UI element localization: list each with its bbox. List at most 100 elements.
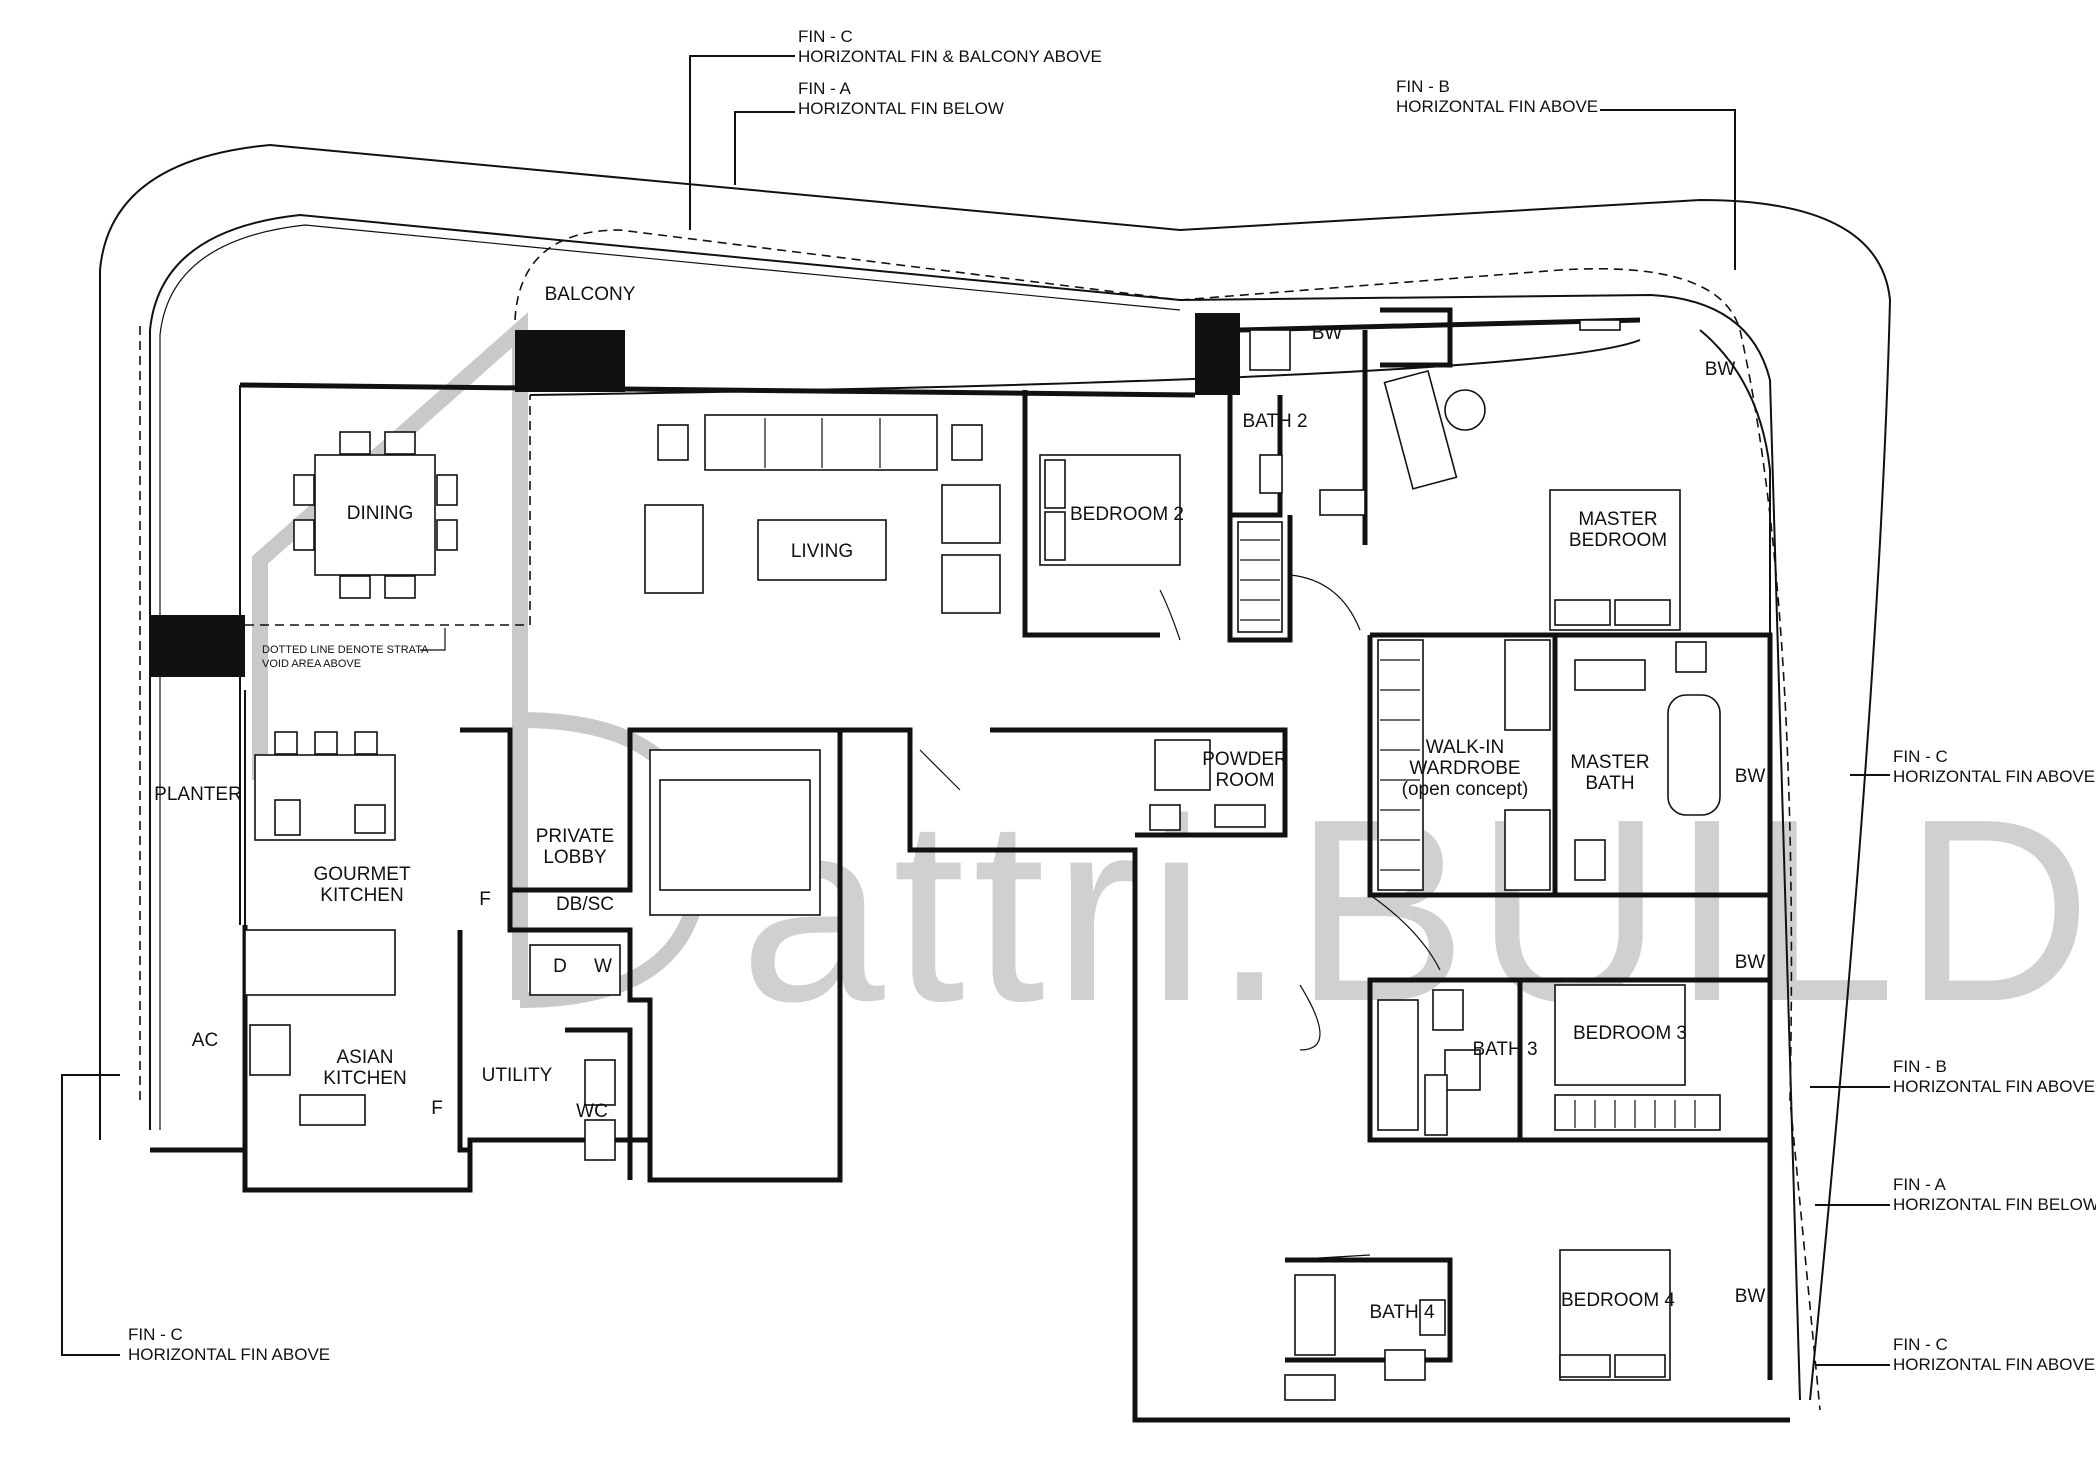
tv [1579,319,1621,331]
pillow [1554,599,1611,626]
label-master-bath-2: BATH [1585,773,1634,794]
leader-fin-c-left [61,1074,120,1356]
label-balcony: BALCONY [545,284,636,305]
fin-c-left-title: FIN - C [128,1325,183,1344]
dining-chair [339,431,371,455]
label-asian-1: ASIAN [336,1047,393,1068]
armchair [941,554,1001,614]
label-dbsc: DB/SC [556,894,614,915]
vanity [1574,659,1646,691]
leader-fin-c-top [689,55,795,230]
toilet [1419,1299,1446,1336]
bathtub [1667,694,1721,816]
dining-chair [436,519,458,551]
label-bath3: BATH 3 [1472,1039,1537,1060]
fin-outline-inner [149,213,1801,1401]
walls [150,307,1790,1423]
label-powder-1: POWDER [1202,749,1288,770]
fin-a-right-title: FIN - A [1893,1175,1947,1194]
label-master-bedroom-2: BEDROOM [1569,530,1667,551]
label-bw-top: BW [1312,323,1343,344]
label-f-lobby: F [479,889,491,910]
armchair [644,504,704,594]
label-bedroom4: BEDROOM 4 [1561,1290,1675,1311]
label-planter: PLANTER [154,784,242,805]
dining-chair [384,431,416,455]
fin-c-top-title: FIN - C [798,27,853,46]
shaft-box [1284,1374,1336,1401]
wardrobe-rack [1377,639,1424,891]
door-swing-bath2 [1289,574,1361,631]
closet [1377,999,1419,1131]
wall-utility-west [457,930,470,1153]
lift-car [659,779,811,891]
pillow [1559,1354,1611,1378]
stove [249,1024,291,1076]
bar-stool [314,731,338,755]
label-w: W [594,956,612,977]
toilet [1444,1049,1481,1091]
fin-outline-inner-2 [159,224,1181,1130]
dining-chair [293,519,315,551]
columns [150,313,1240,677]
pillow [1044,511,1066,561]
label-dining: DINING [347,503,414,524]
label-walkin-2: WARDROBE [1409,758,1520,779]
shaft-box [1149,804,1181,831]
fin-b-right-desc: HORIZONTAL FIN ABOVE [1893,1077,2095,1096]
pillow [1044,459,1066,509]
fin-a-right-desc: HORIZONTAL FIN BELOW [1893,1195,2096,1214]
column-planter [150,615,245,677]
wall-east-corridor [840,727,1790,1423]
sofa-cushions [764,418,881,468]
window-line [529,339,1641,396]
sink [354,804,386,834]
label-walkin-3: (open concept) [1402,779,1529,800]
label-bw-bedroom4: BW [1735,1286,1766,1307]
strata-void-dashed [245,395,531,626]
side-table [951,424,983,461]
pillow [1614,1354,1666,1378]
fin-annotations: FIN - C HORIZONTAL FIN & BALCONY ABOVE F… [61,27,2096,1374]
wc-toilet [584,1059,616,1106]
sink [299,1094,366,1126]
shaft-box [1319,489,1366,516]
fin-c-top-desc: HORIZONTAL FIN & BALCONY ABOVE [798,47,1102,66]
bed-bedroom3 [1554,984,1686,1086]
basin [1249,329,1291,371]
wc-basin [584,1119,616,1161]
wardrobe-rack [1504,639,1551,731]
label-private-1: PRIVATE [536,826,614,847]
label-d: D [553,956,567,977]
fin-a-top-title: FIN - A [798,79,852,98]
room-labels: BALCONY DINING LIVING BEDROOM 2 BATH 2 B… [154,284,1765,1323]
coffee-table [757,519,887,581]
toilet [1574,839,1606,881]
wall-powder [990,727,1288,838]
lounge-chair [1383,369,1458,490]
column-balcony [515,330,625,392]
fin-c-left-desc: HORIZONTAL FIN ABOVE [128,1345,330,1364]
strata-note-line-2: VOID AREA ABOVE [262,658,361,670]
strata-leader [420,628,446,651]
leader-fin-a-top [734,111,795,185]
closet [1237,521,1283,633]
fin-c-right-2-desc: HORIZONTAL FIN ABOVE [1893,1355,2095,1374]
door-swing-bed2 [1159,589,1181,641]
label-utility: UTILITY [482,1065,553,1086]
dining-table [314,454,436,576]
label-bedroom2: BEDROOM 2 [1070,504,1184,525]
wall-bath2-closet [1227,515,1293,643]
bar-stool [274,731,298,755]
label-bedroom3: BEDROOM 3 [1573,1023,1687,1044]
furniture [244,319,1721,1401]
shaft-box [1424,1074,1448,1136]
wardrobe-hangers [1574,1100,1696,1128]
label-master-bedroom-1: MASTER [1578,509,1657,530]
leader-fin-b-top [1600,109,1736,270]
wall-master-south [1370,632,1773,675]
fin-c-right-2-title: FIN - C [1893,1335,1948,1354]
closet-hangers [1240,539,1280,621]
wall-west-thin [239,385,246,1150]
